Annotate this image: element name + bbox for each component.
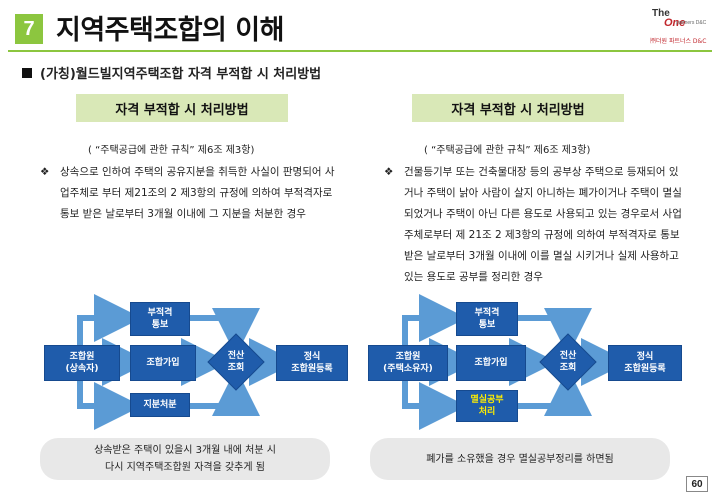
diamond-line: 전산: [559, 351, 577, 361]
left-reference: ( “주택공급에 관한 규칙” 제6조 제3항): [88, 145, 255, 156]
diamond-bullet-icon: ❖: [40, 166, 50, 178]
left-dispose-box: 지분처분: [130, 393, 190, 417]
arrow-up-to-notice-icon: [402, 294, 467, 345]
right-note: 폐가를 소유했을 경우 멸실공부정리를 하면됨: [370, 438, 670, 480]
left-member-box: 조합원 (상속자): [44, 345, 120, 381]
right-member-box: 조합원 (주택소유자): [368, 345, 448, 381]
box-line: 통보: [151, 320, 169, 330]
page-title: 지역주택조합의 이해: [56, 15, 284, 46]
left-body-line: 통보 받은 날로부터 3개월 이내에 그 지분을 처분한 경우: [60, 208, 306, 220]
diamond-bullet-icon: ❖: [384, 166, 394, 178]
right-body-line: 건물등기부 또는 건축물대장 등의 공부상 주택으로 등재되어 있: [404, 166, 679, 178]
box-line: 통보: [478, 320, 496, 330]
note-line: 다시 지역주택조합원 자격을 갖추게 됨: [105, 462, 265, 473]
right-column-title: 자격 부적합 시 처리방법: [412, 94, 624, 122]
box-line: 부적격: [474, 308, 500, 318]
right-body-line: 거나 주택이 낡아 사람이 살지 아니하는 폐가이거나 주택이 멸실: [404, 187, 682, 199]
box-line: 부적격: [147, 308, 173, 318]
box-line: 처리: [478, 407, 496, 417]
box-line: 멸실공부: [470, 395, 504, 405]
note-line: 폐가를 소유했을 경우 멸실공부정리를 하면됨: [426, 453, 614, 465]
box-line: 정식: [636, 352, 654, 362]
diamond-line: 조회: [227, 363, 245, 373]
logo-sub: partners D&C: [676, 20, 707, 26]
box-line: 정식: [303, 352, 321, 362]
note-line: 상속받은 주택이 있을시 3개월 내에 처분 시: [94, 445, 276, 456]
arrow-notice-to-check-icon: [190, 308, 260, 356]
left-flow-arrows: [77, 294, 297, 430]
right-body-line: 받은 날로부터 3개월 이내에 이를 멸실 시키거나 실제 사용하고: [404, 250, 679, 262]
company-logo: The One partners D&C ㈜더원 파트너스 D&C: [650, 8, 710, 48]
right-body-line: 주체로부터 제 21조 2 제3항의 규정에 의하여 부적격자로 통보: [404, 229, 680, 241]
box-line: (주택소유자): [383, 364, 433, 374]
section-heading-text: (가칭)월드빌지역주택조합 자격 부적합 시 처리방법: [40, 67, 322, 82]
diamond-line: 조회: [559, 363, 577, 373]
right-body-line: 있는 용도로 공부를 정리한 경우: [404, 271, 543, 283]
title-divider: [8, 50, 712, 52]
left-body-line: 상속으로 인하여 주택의 공유지분을 취득한 사실이 판명되어 사: [60, 166, 335, 178]
logo-brand: ㈜더원 파트너스 D&C: [650, 38, 707, 45]
right-join-box: 조합가입: [456, 345, 526, 381]
box-line: 조합원: [69, 352, 95, 362]
arrow-dispose-to-check-icon: [518, 368, 592, 416]
box-line: 조합원등록: [624, 364, 666, 374]
box-line: 조합원: [395, 352, 421, 362]
box-line: 조합원등록: [291, 364, 333, 374]
logo-the: The: [652, 8, 670, 19]
chapter-number-badge: 7: [15, 14, 43, 44]
square-bullet-icon: [22, 67, 32, 78]
box-line: (상속자): [65, 364, 99, 374]
arrow-dispose-to-check-icon: [190, 368, 260, 416]
left-note: 상속받은 주택이 있을시 3개월 내에 처분 시 다시 지역주택조합원 자격을 …: [40, 438, 330, 480]
right-body-line: 되었거나 주택이 아닌 다른 용도로 사용되고 있는 경우로서 사업: [404, 208, 682, 220]
page-number: 60: [686, 476, 708, 492]
left-body-line: 업주체로 부터 제21조의 2 제3항의 규정에 의하여 부적격자로: [60, 187, 333, 199]
left-join-box: 조합가입: [130, 345, 196, 381]
arrow-up-to-notice-icon: [77, 294, 142, 345]
arrow-down-to-dispose-icon: [77, 381, 142, 430]
diamond-line: 전산: [227, 351, 245, 361]
right-flow-arrows: [402, 294, 629, 430]
arrow-notice-to-check-icon: [518, 308, 592, 356]
left-diamond-shape: [207, 333, 265, 391]
left-column-title: 자격 부적합 시 처리방법: [76, 94, 288, 122]
right-diamond-shape: [539, 333, 597, 391]
left-body: ❖ 상속으로 인하여 주택의 공유지분을 취득한 사실이 판명되어 사 업주체로…: [40, 162, 360, 225]
right-body: ❖ 건물등기부 또는 건축물대장 등의 공부상 주택으로 등재되어 있 거나 주…: [384, 162, 704, 288]
logo-one: One: [664, 17, 686, 29]
section-heading: (가칭)월드빌지역주택조합 자격 부적합 시 처리방법: [22, 63, 321, 82]
right-reference: ( “주택공급에 관한 규칙” 제6조 제3항): [424, 145, 591, 156]
arrow-down-to-dispose-icon: [402, 381, 467, 430]
